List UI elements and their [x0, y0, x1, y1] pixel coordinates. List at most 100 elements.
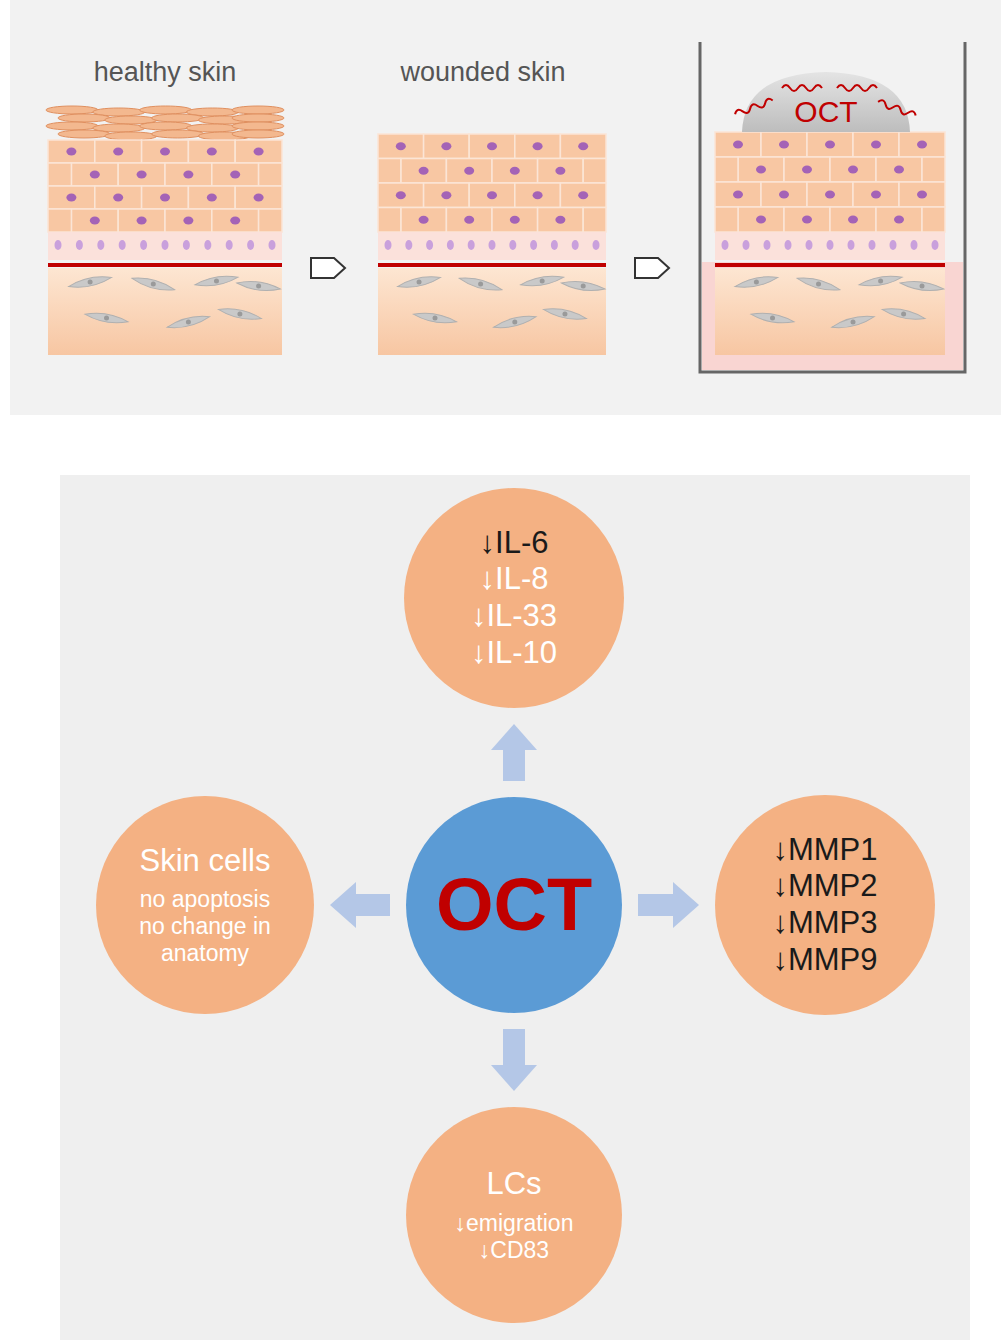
circle-text: no apoptosis no change in anatomy	[125, 886, 285, 967]
circle-text: ↓IL-10	[471, 635, 557, 672]
keratinocyte	[446, 208, 492, 233]
circle-content: OCT	[406, 797, 622, 1013]
fibroblast	[561, 279, 606, 293]
keratinocyte	[807, 182, 853, 207]
fibroblast-nucleus	[512, 320, 517, 325]
keratinocyte	[424, 183, 470, 208]
skin-block	[46, 106, 284, 355]
nucleus	[871, 141, 881, 149]
basal-nucleus	[447, 240, 454, 250]
keratinocyte	[784, 207, 830, 232]
arrow-connector	[356, 894, 390, 916]
fibroblast	[543, 306, 588, 323]
keratinocyte	[738, 207, 784, 232]
fibroblast	[218, 306, 263, 323]
nucleus	[871, 191, 881, 199]
dermis	[715, 268, 945, 355]
effect-circle: Skin cellsno apoptosis no change in anat…	[96, 796, 314, 1014]
basal-nucleus	[551, 240, 558, 250]
nucleus	[894, 216, 904, 224]
fibroblast	[750, 310, 795, 326]
keratinocyte	[378, 208, 401, 233]
step-arrow	[311, 258, 345, 278]
keratinocyte	[469, 183, 515, 208]
keratinocyte	[446, 159, 492, 184]
corneum-flake	[232, 106, 284, 114]
keratinocyte	[876, 207, 922, 232]
keratinocyte	[142, 186, 189, 209]
basal-nucleus	[140, 240, 147, 250]
keratinocyte	[784, 157, 830, 182]
keratinocyte	[853, 182, 899, 207]
fibroblast	[397, 274, 442, 291]
basal-nucleus	[489, 240, 496, 250]
nucleus	[419, 216, 429, 224]
fibroblast-nucleus	[433, 316, 438, 321]
keratinocyte	[235, 186, 282, 209]
keratinocyte	[259, 163, 282, 186]
keratinocyte	[876, 157, 922, 182]
nucleus	[510, 167, 520, 175]
basal-nucleus	[764, 240, 771, 250]
fibroblast-nucleus	[540, 279, 545, 284]
keratinocyte	[48, 209, 71, 232]
nucleus	[802, 166, 812, 174]
circle-heading: ↓IL-6	[480, 525, 549, 562]
corneum-flake	[152, 114, 204, 122]
keratinocyte	[492, 159, 538, 184]
nucleus	[441, 191, 451, 199]
keratinocyte	[71, 163, 118, 186]
nucleus	[894, 166, 904, 174]
fibroblast	[796, 274, 841, 293]
nucleus	[419, 167, 429, 175]
nucleus	[183, 171, 193, 179]
keratinocyte	[235, 140, 282, 163]
basal-nucleus	[426, 240, 433, 250]
basal-nucleus	[932, 240, 939, 250]
top-panel	[10, 0, 1001, 415]
panel-label: healthy skin	[94, 57, 237, 88]
fibroblast	[131, 274, 176, 293]
nucleus	[733, 141, 743, 149]
basal-nucleus	[743, 240, 750, 250]
basal-nucleus	[247, 240, 254, 250]
basal-nucleus	[55, 240, 62, 250]
keratinocyte	[142, 140, 189, 163]
keratinocyte	[538, 159, 584, 184]
fibroblast	[520, 273, 565, 289]
nucleus	[510, 216, 520, 224]
fibroblast-nucleus	[88, 280, 93, 285]
nucleus	[917, 141, 927, 149]
fibroblast-nucleus	[816, 282, 821, 287]
fibroblast-nucleus	[256, 284, 261, 289]
circle-text: ↓IL-8	[480, 561, 549, 598]
nucleus	[848, 166, 858, 174]
corneum-flake	[232, 130, 284, 138]
dermis	[48, 268, 282, 355]
arrow-connector	[503, 750, 525, 781]
circle-heading: LCs	[486, 1166, 541, 1203]
nucleus	[533, 191, 543, 199]
keratinocyte	[830, 207, 876, 232]
nucleus	[160, 194, 170, 202]
keratinocyte	[583, 159, 606, 184]
panel-label: wounded skin	[400, 57, 565, 88]
basal-nucleus	[572, 240, 579, 250]
keratinocyte	[71, 209, 118, 232]
keratinocyte	[378, 134, 424, 159]
keratinocyte	[378, 183, 424, 208]
fibroblast	[68, 274, 113, 291]
nucleus	[254, 148, 264, 156]
basal-nucleus	[119, 240, 126, 250]
nucleus	[396, 191, 406, 199]
keratinocyte	[715, 182, 761, 207]
nucleus	[487, 191, 497, 199]
nucleus	[555, 216, 565, 224]
keratinocyte	[212, 163, 259, 186]
basal-nucleus	[530, 240, 537, 250]
basal-layer	[378, 232, 606, 260]
basal-nucleus	[869, 240, 876, 250]
corneum-flake	[105, 132, 157, 140]
basement-membrane	[378, 263, 606, 267]
keratinocyte	[560, 134, 606, 159]
